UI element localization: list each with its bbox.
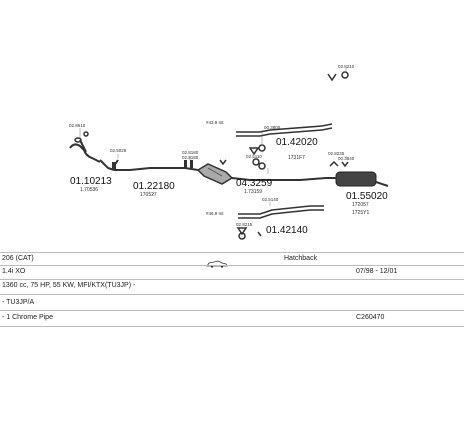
small-code-9: 00.3840 <box>338 156 355 161</box>
rear-silencer-part <box>326 171 389 187</box>
model-name: 206 (CAT) <box>2 255 34 262</box>
part-ref-1: 1.70536 <box>80 187 98 193</box>
pipe-description: - 1 Chrome Pipe <box>2 314 53 321</box>
variant-tag-1: #43.9 Int <box>206 120 224 125</box>
divider <box>0 279 464 280</box>
small-code-10: 02.5140 <box>262 197 279 202</box>
small-code-4: 00.3800 <box>264 125 281 130</box>
rubber-mount-part <box>219 71 349 240</box>
small-code-8: 02.8180 <box>182 155 199 160</box>
engine-code: 1.4i XO <box>2 268 26 275</box>
divider <box>0 326 464 327</box>
divider <box>0 252 464 253</box>
exhaust-system-diagram: 01.10213 1.70536 01.22180 170527 04.3259… <box>69 64 389 240</box>
small-code-6: 02.8210 <box>338 64 355 69</box>
small-code-3: 02.8180 <box>182 150 199 155</box>
divider <box>0 265 464 266</box>
rear-pipe-lower-part <box>238 205 324 219</box>
divider <box>0 294 464 295</box>
part-ref-extra: 1725Y1 <box>352 210 369 216</box>
small-code-1: 02.8610 <box>69 123 86 128</box>
part-ref-2: 170527 <box>140 192 157 198</box>
part-number-1: 01.10213 <box>70 176 112 187</box>
part-number-5: 01.55020 <box>346 191 388 202</box>
clamp-part <box>112 160 193 170</box>
engine-specs: 1360 cc, 75 HP, 55 KW, MFI/KTX(TU3JP) - <box>2 282 136 289</box>
body-type: Hatchback <box>284 255 318 262</box>
production-years: 07/98 - 12/01 <box>356 268 398 275</box>
small-code-7: 02.8235 <box>328 151 345 156</box>
part-number-3: 04.3259 <box>236 178 273 189</box>
part-number-6: 01.42140 <box>266 225 308 236</box>
part-number-4: 01.42020 <box>276 137 318 148</box>
small-code-2: 02.5028 <box>110 148 127 153</box>
engine-variant: - TU3JP/A <box>2 299 35 306</box>
part-ref-4: 1731F7 <box>288 155 305 161</box>
catalog-number: C260470 <box>356 314 385 321</box>
rear-pipe-upper-part <box>236 123 333 137</box>
gasket-ring <box>74 131 89 143</box>
small-code-5: 02.5110 <box>246 154 262 159</box>
small-code-11: 02.8215 <box>236 222 253 227</box>
leader-lines <box>79 68 347 206</box>
front-pipe-part <box>69 139 115 171</box>
divider <box>0 310 464 311</box>
part-ref-5: 172057 <box>352 202 369 208</box>
hatchback-car-icon <box>206 255 228 273</box>
catalytic-converter-part <box>196 163 234 185</box>
variant-tag-2: #46.9 Int <box>206 211 224 216</box>
part-number-2: 01.22180 <box>133 181 175 192</box>
center-pipe-part <box>231 177 327 181</box>
part-ref-3: 1.73159 <box>244 189 262 195</box>
